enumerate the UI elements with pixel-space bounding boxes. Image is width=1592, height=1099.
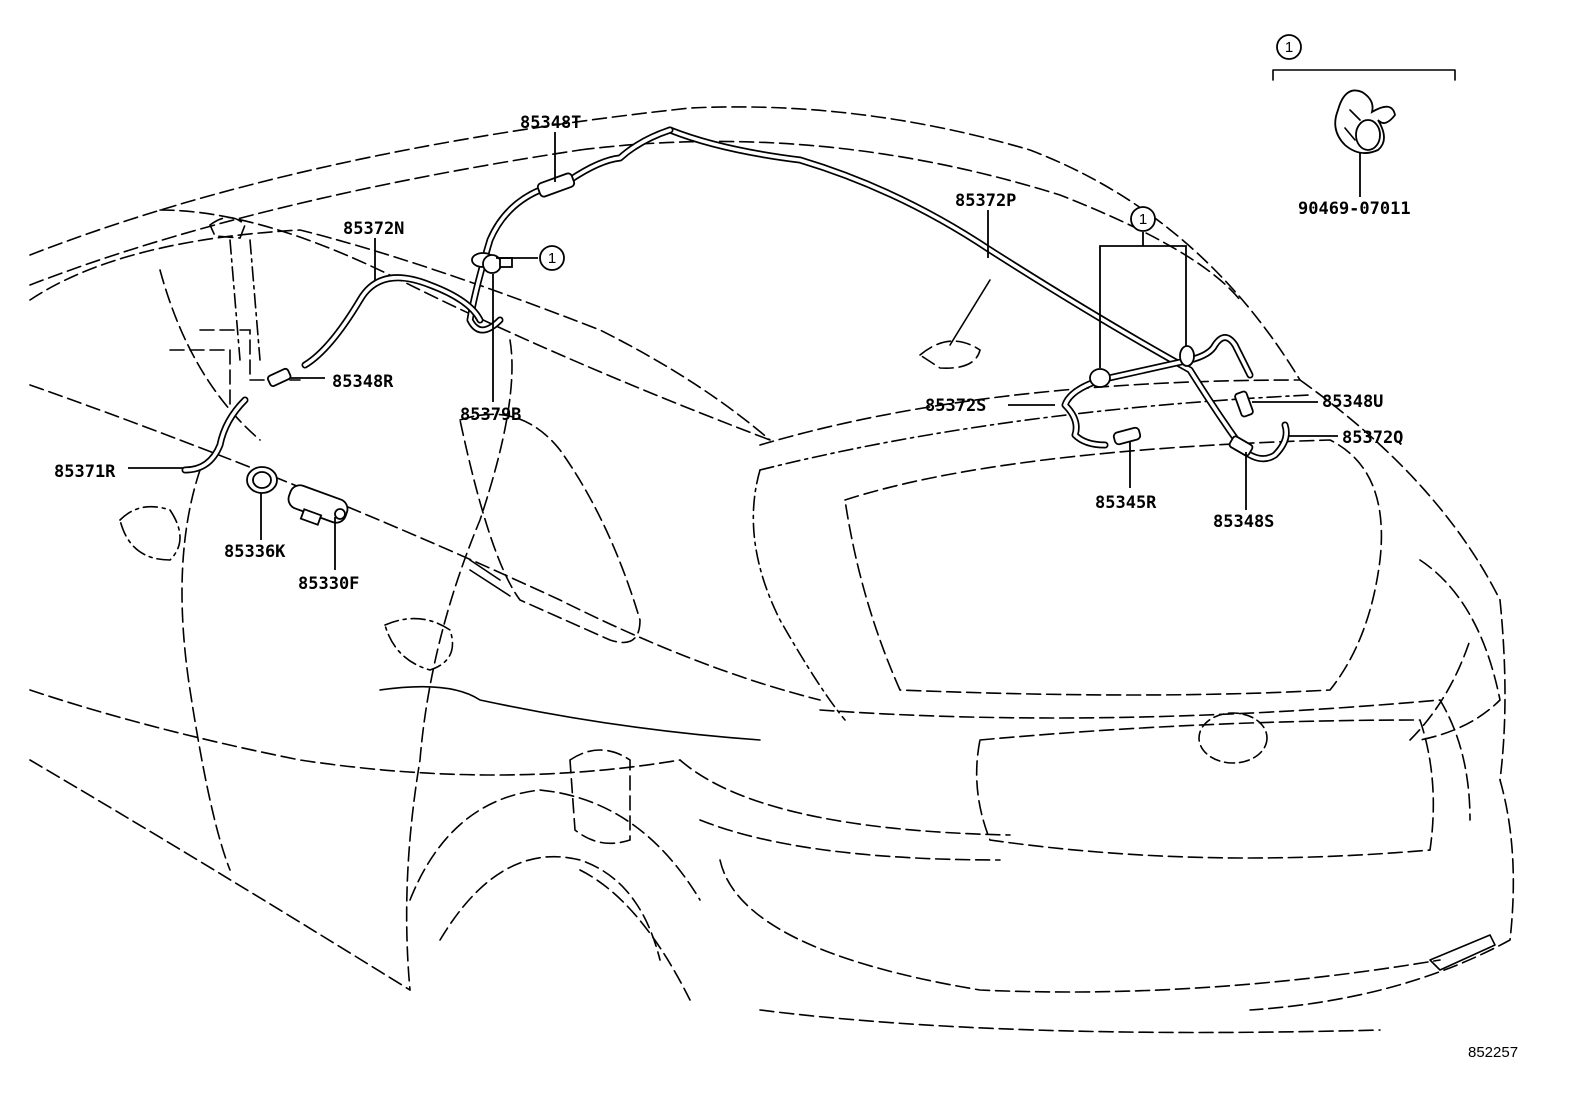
- joint-85348R: [267, 367, 292, 387]
- label-85372N: 85372N: [343, 219, 404, 239]
- callout-circle-rear: 1: [1130, 206, 1156, 232]
- svg-text:1: 1: [1285, 39, 1293, 56]
- vehicle-body-outline: [29, 106, 1515, 1034]
- label-85372S: 85372S: [925, 396, 986, 416]
- washer-hose-85348T-section: [466, 126, 674, 334]
- part-labels: 85348T 85372N 85372P 85348R 85379B 85371…: [54, 113, 1411, 594]
- label-85372P: 85372P: [955, 191, 1016, 211]
- washer-hose-85372S: [1061, 334, 1254, 449]
- clamp-pair-on-85372S: [1089, 345, 1195, 388]
- grommet-85336K: [246, 466, 278, 494]
- washer-hose-85372N: [301, 274, 484, 369]
- figure-reference-number: 852257: [1468, 1044, 1518, 1061]
- joint-85348S: [1228, 435, 1254, 457]
- joint-85348T: [536, 172, 576, 198]
- label-85371R: 85371R: [54, 462, 116, 482]
- joint-85345R: [1112, 426, 1142, 446]
- label-85348R: 85348R: [332, 372, 394, 392]
- label-85348U: 85348U: [1322, 392, 1383, 412]
- label-85372Q: 85372Q: [1342, 428, 1403, 448]
- callout-circle-roof: 1: [539, 245, 565, 271]
- washer-hose-85372Q: [1236, 421, 1290, 463]
- label-85348T: 85348T: [520, 113, 581, 133]
- label-85330F: 85330F: [298, 574, 359, 594]
- clamp-90469-07011-detail: [1272, 69, 1456, 154]
- label-90469-07011: 90469-07011: [1298, 199, 1411, 219]
- leader-lines: [128, 132, 1361, 570]
- label-85345R: 85345R: [1095, 493, 1157, 513]
- washer-hose-85372P: [666, 126, 1244, 449]
- washer-hose-85371R: [181, 396, 249, 474]
- joint-85348U: [1234, 390, 1254, 418]
- svg-text:1: 1: [548, 250, 556, 267]
- svg-text:1: 1: [1139, 211, 1147, 228]
- label-85348S: 85348S: [1213, 512, 1274, 532]
- callout-circle-top-right: 1: [1276, 34, 1302, 60]
- label-85336K: 85336K: [224, 542, 286, 562]
- grommet-85379B: [482, 254, 513, 274]
- washer-pump-85330F: [287, 484, 349, 526]
- label-85379B: 85379B: [460, 405, 521, 425]
